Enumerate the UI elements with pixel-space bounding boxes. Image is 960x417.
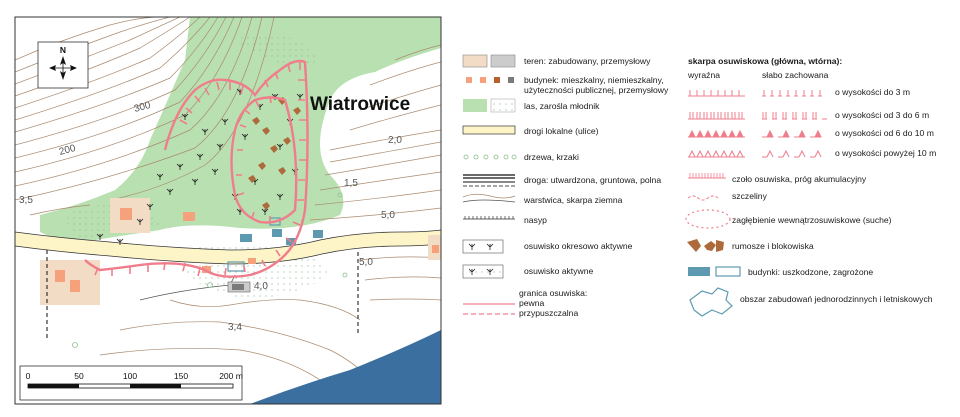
contour-label: 200 bbox=[58, 143, 77, 158]
shrubs bbox=[72, 192, 348, 348]
legend-scarp-row: o wysokości powyżej 10 m bbox=[835, 148, 936, 158]
scale-tick: 150 bbox=[174, 371, 188, 381]
contour-label: 1,5 bbox=[344, 178, 358, 189]
legend-czolo: czoło osuwiska, próg akumulacyjny bbox=[732, 174, 867, 184]
legend-col-b: słabo zachowana bbox=[762, 70, 829, 80]
contour-label: 5,0 bbox=[359, 257, 373, 268]
legend-granica-pewna: pewna bbox=[519, 298, 545, 308]
legend-scarp-heading: skarpa osuwiskowa (główna, wtórna): bbox=[688, 56, 842, 66]
scale-tick: 50 bbox=[74, 371, 84, 381]
legend-osuwisko-okresowo: osuwisko okresowo aktywne bbox=[524, 241, 633, 251]
contour-label: 5,0 bbox=[381, 210, 395, 221]
legend-osuwisko-aktywne: osuwisko aktywne bbox=[524, 266, 593, 276]
river bbox=[250, 330, 441, 404]
legend-left: teren: zabudowany, przemysłowy budynek: … bbox=[462, 54, 669, 318]
legend-nasyp: nasyp bbox=[524, 215, 547, 225]
legend-rumosze: rumosze i blokowiska bbox=[732, 241, 814, 251]
legend-szczeliny: szczeliny bbox=[732, 191, 768, 201]
main-road bbox=[15, 229, 441, 265]
legend-droga: droga: utwardzona, gruntowa, polna bbox=[524, 175, 661, 185]
legend-budynki: budynki: uszkodzone, zagrożone bbox=[748, 267, 873, 277]
legend-scarp-row: o wysokości od 6 do 10 m bbox=[835, 128, 934, 138]
legend-budynek-2: użyteczności publicznej, przemysłowy bbox=[524, 85, 669, 95]
contour-label: 3,4 bbox=[228, 322, 242, 333]
legend-granica-title: granica osuwiska: bbox=[519, 288, 587, 298]
legend-granica-przyp: przypuszczalna bbox=[519, 308, 578, 318]
map-area bbox=[15, 17, 441, 404]
building bbox=[55, 270, 65, 282]
contour-label: 300 bbox=[133, 100, 152, 115]
trees bbox=[96, 88, 304, 245]
legend-drogi: drogi lokalne (ulice) bbox=[524, 126, 599, 136]
north-label: N bbox=[60, 45, 66, 55]
damaged-building bbox=[240, 234, 252, 242]
legend-las: las, zarośla młodnik bbox=[524, 101, 600, 111]
scale-tick: 200 m bbox=[219, 371, 243, 381]
scale-bar: 0 50 100 150 200 m bbox=[19, 365, 243, 401]
contour-lines bbox=[15, 17, 441, 396]
legend-warstwica: warstwica, skarpa ziemna bbox=[523, 195, 623, 205]
legend-scarp-row: o wysokości od 3 do 6 m bbox=[835, 110, 929, 120]
legend-scarp-row: o wysokości do 3 m bbox=[835, 87, 910, 97]
forest-area bbox=[40, 17, 441, 241]
legend-right: skarpa osuwiskowa (główna, wtórna): wyra… bbox=[685, 56, 936, 317]
legend-zaglebienie: zagłębienie wewnątrzosuwiskowe (suche) bbox=[732, 215, 892, 225]
north-arrow: N bbox=[37, 41, 89, 89]
contour-label: 4,0 bbox=[254, 281, 268, 292]
contour-label: 2,0 bbox=[388, 135, 402, 146]
legend-obszar: obszar zabudowań jednorodzinnych i letni… bbox=[740, 294, 933, 304]
legend-budynek-1: budynek: mieszkalny, niemieszkalny, bbox=[524, 75, 664, 85]
village-name: Wiatrowice bbox=[310, 94, 410, 115]
legend-col-a: wyraźna bbox=[687, 70, 720, 80]
landslide-boundary bbox=[84, 59, 309, 278]
contour-labels: 300 200 2,0 1,5 5,0 3,5 5,0 4,0 3,4 bbox=[19, 100, 402, 333]
legend-drzewa: drzewa, krzaki bbox=[524, 152, 579, 162]
scale-tick: 0 bbox=[26, 371, 31, 381]
scale-tick: 100 bbox=[123, 371, 137, 381]
contour-label: 3,5 bbox=[19, 195, 33, 206]
legend-teren: teren: zabudowany, przemysłowy bbox=[524, 56, 651, 66]
scarp-ticks bbox=[94, 62, 306, 277]
